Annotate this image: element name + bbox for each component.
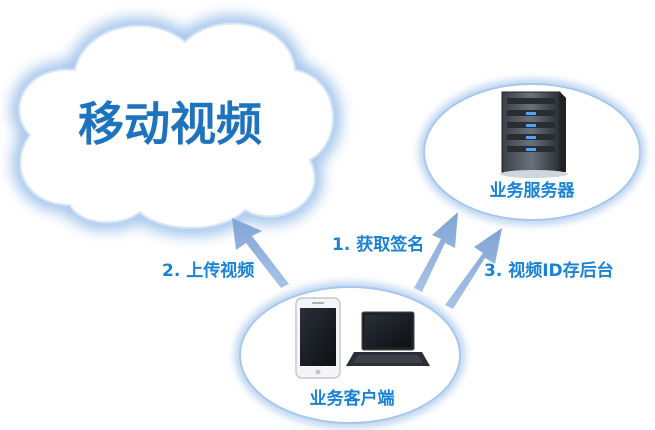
cloud-icon [11,15,341,236]
arrow-icon [232,218,289,288]
server-icon [500,91,568,178]
client-label: 业务客户端 [310,388,395,409]
step-label-1: 1. 获取签名 [332,234,424,255]
server-label: 业务服务器 [490,180,576,201]
laptop-icon [346,311,430,366]
cloud-title: 移动视频 [78,97,262,151]
step-label-3: 3. 视频ID存后台 [484,260,614,281]
smartphone-icon [295,297,341,379]
arrow-icon [414,212,458,292]
arrow-icon [445,228,502,309]
step-label-2: 2. 上传视频 [162,260,254,281]
